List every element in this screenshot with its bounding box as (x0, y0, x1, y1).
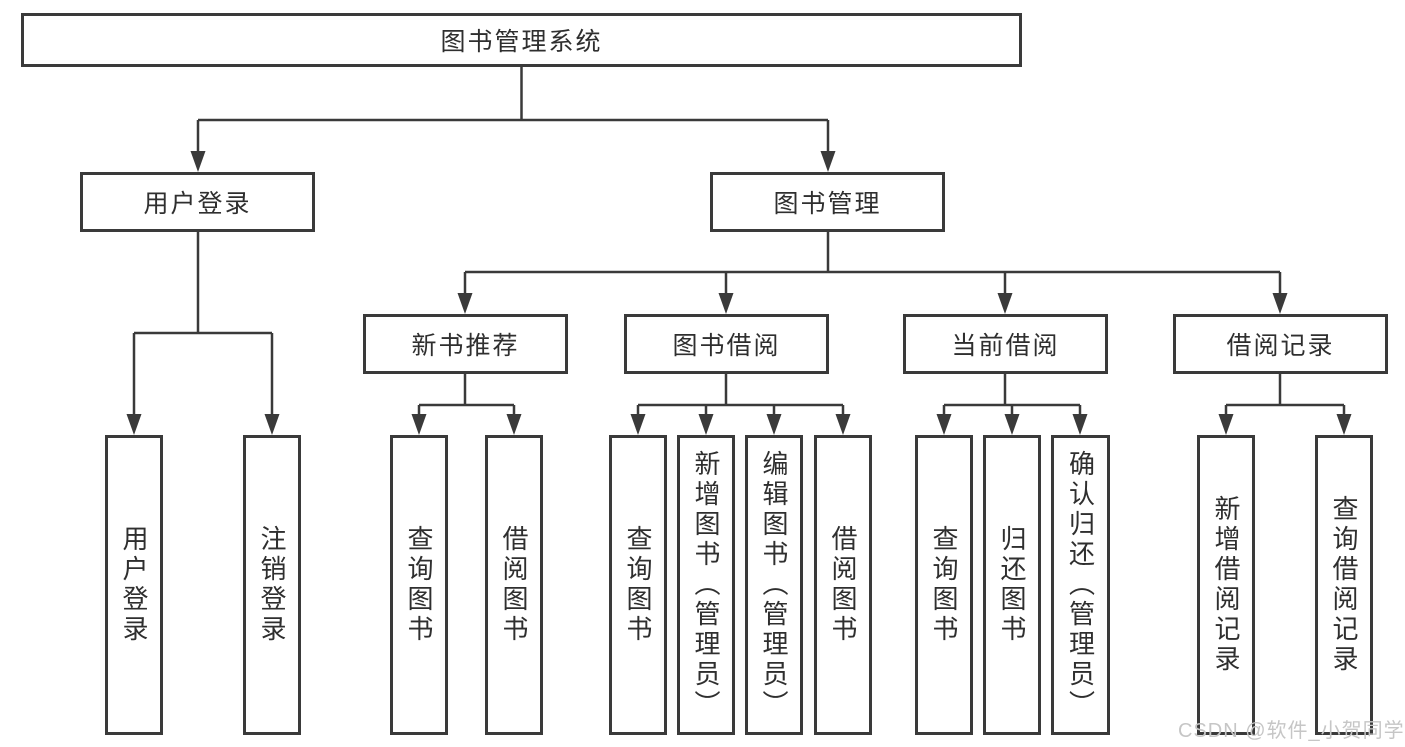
arrowhead (698, 414, 714, 435)
arrowhead (766, 414, 782, 435)
arrowhead (630, 414, 646, 435)
leaf-label: 确认归还（管理员） (1065, 450, 1096, 720)
node-label: 当前借阅 (951, 332, 1060, 360)
arrowhead (1072, 414, 1088, 435)
leaf-borrow-books-recommend: 借阅图书 (485, 435, 543, 735)
arrowhead (506, 414, 522, 435)
leaf-user-login: 用户登录 (105, 435, 163, 735)
leaf-label: 查询图书 (623, 525, 653, 645)
arrowhead (411, 414, 427, 435)
node-label: 新书推荐 (411, 332, 520, 360)
leaf-return-books: 归还图书 (983, 435, 1041, 735)
node-book-borrowing: 图书借阅 (624, 314, 829, 374)
arrowhead (936, 414, 952, 435)
leaf-label: 编辑图书（管理员） (759, 450, 789, 720)
leaf-label: 用户登录 (119, 525, 149, 645)
leaf-query-books-borrowing: 查询图书 (609, 435, 667, 735)
arrowhead (190, 151, 206, 172)
leaf-label: 查询图书 (929, 525, 959, 645)
leaf-label: 新增借阅记录 (1211, 495, 1241, 675)
edge-book-borrow-to-leaves (636, 374, 845, 418)
edge-user-login-to-leaves (132, 232, 274, 418)
edge-root-to-level2 (196, 67, 830, 155)
edge-current-borrow-to-leaves (942, 374, 1082, 418)
leaf-label: 归还图书 (997, 525, 1027, 645)
node-label: 借阅记录 (1226, 332, 1335, 360)
arrowhead (457, 293, 473, 314)
node-book-management: 图书管理 (710, 172, 945, 232)
node-new-book-recommendation: 新书推荐 (363, 314, 568, 374)
arrowhead (1218, 414, 1234, 435)
leaf-add-borrow-record: 新增借阅记录 (1197, 435, 1255, 735)
leaf-label: 借阅图书 (828, 525, 858, 645)
node-current-borrowing: 当前借阅 (903, 314, 1108, 374)
leaf-edit-books-admin: 编辑图书（管理员） (745, 435, 803, 735)
leaf-logout: 注销登录 (243, 435, 301, 735)
node-user-login: 用户登录 (80, 172, 315, 232)
node-label: 图书借阅 (672, 332, 781, 360)
edge-book-mgmt-to-groups (463, 232, 1282, 297)
node-borrowing-records: 借阅记录 (1173, 314, 1388, 374)
leaf-label: 查询图书 (404, 525, 434, 645)
arrowheads (126, 151, 1352, 435)
node-label: 用户登录 (143, 190, 252, 218)
arrowhead (835, 414, 851, 435)
node-label: 图书管理系统 (440, 28, 603, 56)
edge-new-book-to-leaves (417, 374, 516, 418)
edge-records-to-leaves (1224, 374, 1346, 418)
arrowhead (820, 151, 836, 172)
leaf-borrow-books: 借阅图书 (814, 435, 872, 735)
arrowhead (1004, 414, 1020, 435)
arrowhead (264, 414, 280, 435)
leaf-query-books-recommend: 查询图书 (390, 435, 448, 735)
leaf-query-books-current: 查询图书 (915, 435, 973, 735)
leaf-query-borrow-record: 查询借阅记录 (1315, 435, 1373, 735)
node-book-management-system: 图书管理系统 (21, 13, 1022, 67)
arrowhead (126, 414, 142, 435)
leaf-add-books-admin: 新增图书（管理员） (677, 435, 735, 735)
arrowhead (997, 293, 1013, 314)
arrowhead (718, 293, 734, 314)
leaf-confirm-return-admin: 确认归还（管理员） (1051, 435, 1110, 735)
leaf-label: 注销登录 (257, 525, 287, 645)
arrowhead (1336, 414, 1352, 435)
arrowhead (1272, 293, 1288, 314)
leaf-label: 新增图书（管理员） (691, 450, 721, 720)
node-label: 图书管理 (773, 190, 882, 218)
leaf-label: 查询借阅记录 (1329, 495, 1359, 675)
leaf-label: 借阅图书 (499, 525, 529, 645)
